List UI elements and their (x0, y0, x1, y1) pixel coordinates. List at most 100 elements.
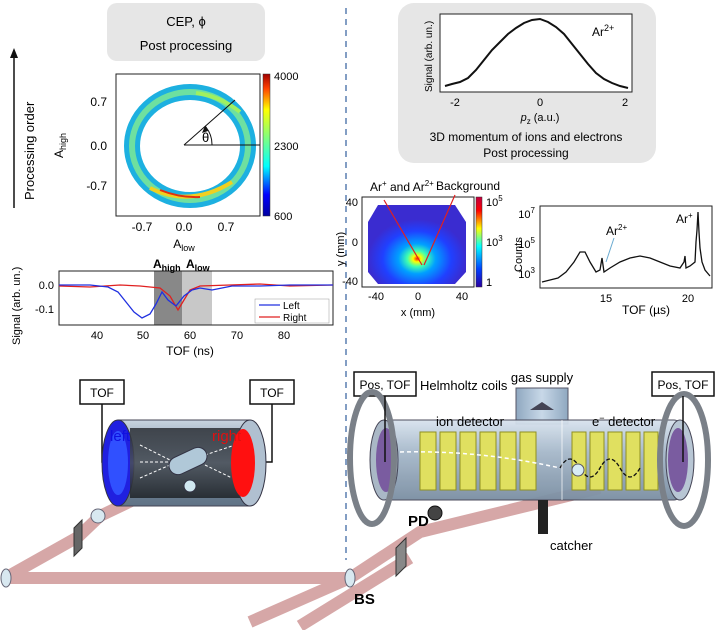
detector-xtick-0: -40 (368, 291, 384, 303)
tof-legend (254, 298, 330, 324)
momentum-caption-2: Post processing (483, 146, 568, 160)
detector-ytick-1: 0 (352, 237, 358, 249)
tof-xtick-2: 60 (184, 330, 196, 342)
detector-hit-disc (368, 205, 466, 284)
cep-box: CEP, ϕ Post processing (107, 3, 265, 61)
ring-plot: θ 0.7 0.0 -0.7 -0.7 0.0 0.7 Ahigh Alow 4… (52, 71, 298, 253)
ring-colorbar (262, 73, 271, 217)
tof-spectrum-xtick-0: 15 (600, 293, 612, 305)
detector-xlabel: x (mm) (401, 307, 435, 319)
detector-label-ar: Ar+ and Ar2+ (370, 179, 434, 194)
tof-legend-right: Right (283, 313, 307, 324)
ring-cbar-tick-1: 2300 (274, 141, 298, 153)
tof-xtick-1: 50 (137, 330, 149, 342)
cep-subtitle: Post processing (140, 38, 233, 53)
ring-cbar-tick-0: 4000 (274, 71, 298, 83)
detector-xtick-2: 40 (456, 291, 468, 303)
ring-xlabel: Alow (173, 237, 195, 253)
tof-xtick-4: 80 (278, 330, 290, 342)
tof-spectrum-ytick-1: 105 (518, 236, 535, 251)
helmholtz-label: Helmholtz coils (420, 378, 508, 393)
tof-gate-low (182, 271, 212, 325)
processing-order-arrow: Processing order (10, 48, 37, 208)
tof-gate-high (154, 271, 182, 325)
tof-spectrum-ytick-2: 103 (518, 266, 535, 281)
momentum-caption-1: 3D momentum of ions and electrons (430, 130, 623, 144)
label-right: right (212, 428, 242, 445)
momentum-xtick-0: -2 (450, 97, 460, 109)
tof-trace-frame (58, 270, 334, 326)
tof-spectrum-peak1: Ar2+ (606, 223, 627, 238)
a-low-label: Alow (186, 257, 211, 273)
mirror-left-3 (0, 568, 12, 588)
catcher-label: catcher (550, 538, 593, 553)
pos-tof-box-left: Pos, TOF (360, 378, 411, 392)
helmholtz-ring-right (657, 391, 711, 529)
tof-spectrum-xlabel: TOF (µs) (622, 303, 670, 317)
a-high-label: Ahigh (153, 257, 181, 273)
momentum-curve (444, 17, 629, 89)
momentum-xtick-2: 2 (622, 97, 628, 109)
pd-label: PD (408, 513, 429, 530)
processing-order-label: Processing order (22, 101, 37, 200)
momentum-ylabel: Signal (arb. un.) (424, 21, 435, 92)
tof-trace-right (58, 283, 334, 312)
ring-xtick-2: 0.7 (218, 220, 235, 234)
tof-spectrum-peak2: Ar+ (676, 211, 693, 226)
tof-ytick-1: -0.1 (35, 304, 54, 316)
pos-tof-box-right: Pos, TOF (658, 378, 709, 392)
e-detector-label: e− detector (592, 413, 656, 429)
cep-title: CEP, ϕ (166, 14, 206, 29)
catcher (538, 500, 548, 534)
momentum-series-label: Ar2+ (592, 23, 614, 39)
mirror-left-2 (73, 518, 83, 558)
detector-ytick-2: -40 (342, 276, 358, 288)
detector-xtick-1: 0 (415, 291, 421, 303)
detector-ylabel: y (mm) (335, 232, 347, 266)
helmholtz-ring-left (347, 389, 397, 527)
laser-beam-right (296, 482, 602, 630)
detector-cbar-tick-2: 1 (486, 277, 492, 289)
mirror-right-1 (395, 536, 407, 578)
tof-box-left: TOF (90, 386, 114, 400)
beam-splitter (344, 568, 356, 588)
bs-label: BS (354, 591, 375, 608)
ring-ytick-1: 0.0 (90, 139, 107, 153)
right-apparatus: Pos, TOF Pos, TOF Helmholtz coils gas su… (296, 370, 715, 630)
mirror-left-1 (90, 508, 106, 524)
ring-xtick-1: 0.0 (176, 220, 193, 234)
ring-xtick-0: -0.7 (132, 220, 153, 234)
momentum-xlabel: pz (a.u.) (520, 112, 560, 126)
tof-box-right: TOF (260, 386, 284, 400)
tof-trace-left (59, 284, 333, 319)
ring-ytick-2: -0.7 (86, 179, 107, 193)
momentum-box: Ar2+ -2 0 2 pz (a.u.) Signal (arb. un.) … (398, 3, 656, 163)
tof-ytick-0: 0.0 (39, 280, 54, 292)
tof-ylabel: Signal (arb. un.) (11, 267, 23, 345)
tof-legend-left: Left (283, 301, 300, 312)
ion-coils (419, 431, 537, 491)
detector-cbar-tick-0: 105 (486, 194, 503, 209)
label-left: left (110, 428, 131, 445)
detector-colorbar (475, 196, 483, 288)
ring-ylabel: Ahigh (52, 133, 68, 158)
tof-xtick-3: 70 (231, 330, 243, 342)
tof-spectrum-xtick-1: 20 (682, 293, 694, 305)
detector-cbar-tick-1: 103 (486, 234, 503, 249)
ion-detector-label: ion detector (436, 414, 505, 429)
gas-supply-label: gas supply (511, 370, 574, 385)
tof-spectrum-ytick-0: 107 (518, 206, 535, 221)
tof-spectrum-curve (541, 211, 711, 283)
ring-ytick-0: 0.7 (90, 95, 107, 109)
tof-spectrum-ylabel: Counts (513, 237, 525, 272)
tof-trace-plot: Left Right Ahigh Alow 0.0 -0.1 40 50 60 … (11, 257, 334, 358)
detector-label-background: Background (436, 179, 500, 193)
tof-spectrum-plot: Ar2+ Ar+ 107 105 103 15 20 TOF (µs) Coun… (513, 205, 713, 317)
detector-image-plot: Ar+ and Ar2+ Background 40 0 -40 -40 0 4… (335, 179, 503, 319)
theta-label: θ (202, 130, 209, 145)
ring-cbar-tick-2: 600 (274, 211, 292, 223)
momentum-xtick-1: 0 (537, 97, 543, 109)
left-apparatus: TOF TOF left right (0, 379, 353, 628)
photodiode (427, 505, 443, 521)
